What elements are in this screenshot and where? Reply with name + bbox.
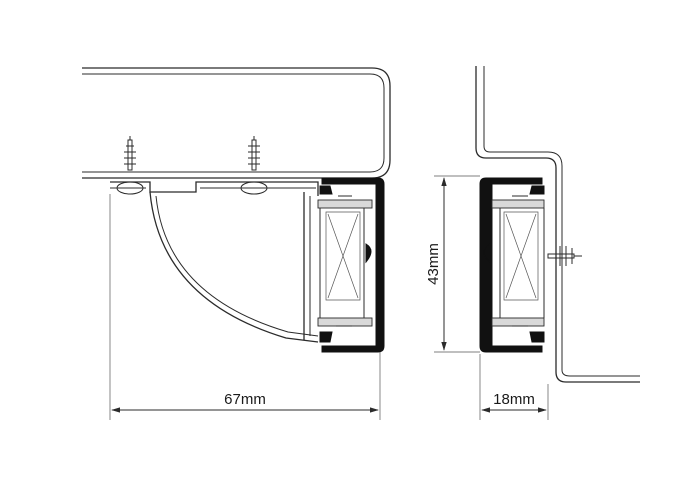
screw-right bbox=[547, 246, 582, 266]
head-frame-inner bbox=[82, 73, 385, 173]
left-view: 67mm bbox=[82, 67, 391, 420]
cassette-profile-left bbox=[317, 177, 385, 353]
mounting-bracket bbox=[110, 181, 319, 196]
wall-outline bbox=[475, 66, 640, 383]
width-dimension-label: 67mm bbox=[224, 391, 266, 408]
right-view: 43mm 18mm bbox=[425, 66, 640, 420]
height-dimension-label: 43mm bbox=[425, 243, 442, 285]
curved-fascia bbox=[149, 191, 319, 343]
head-frame-outline bbox=[82, 67, 391, 179]
depth-dimension-label: 18mm bbox=[493, 391, 535, 408]
screw-left-1 bbox=[116, 136, 144, 195]
screw-left-2 bbox=[240, 136, 268, 195]
cassette-profile-right bbox=[479, 177, 545, 353]
